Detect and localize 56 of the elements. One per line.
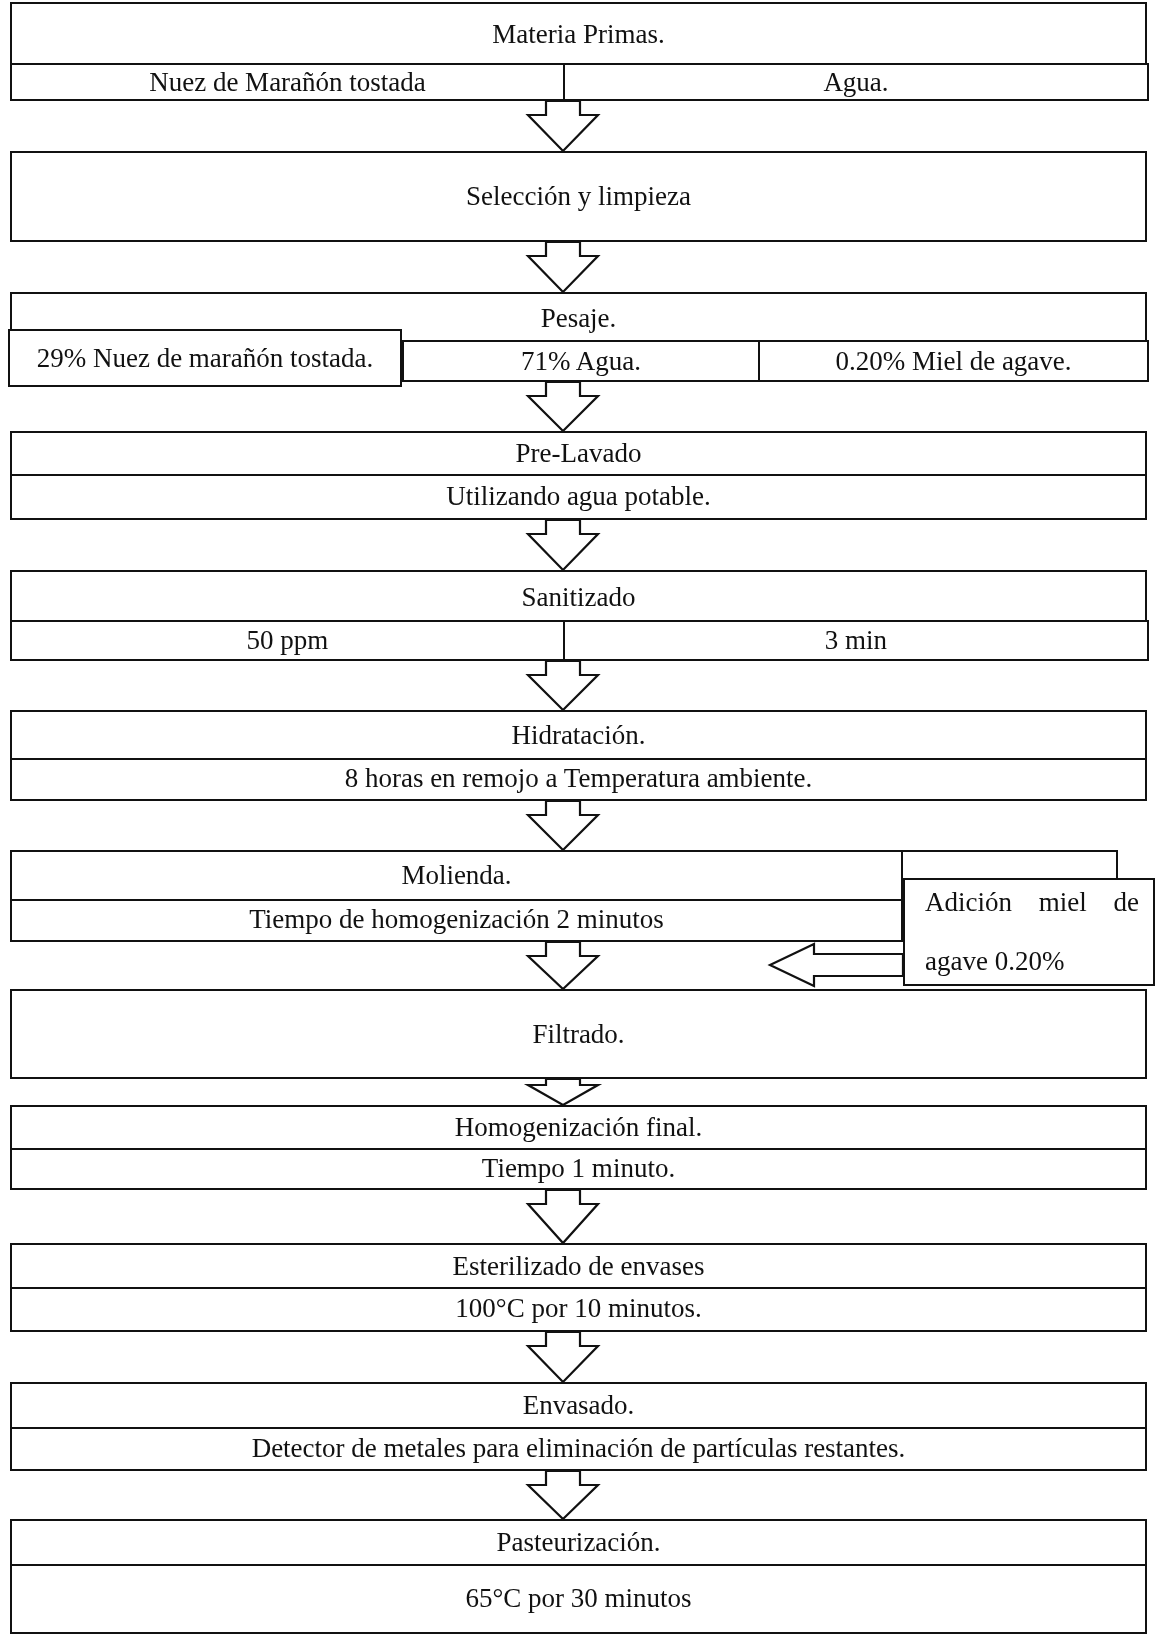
table-cell — [563, 63, 1149, 101]
step-detail: Utilizando agua potable. — [446, 481, 711, 511]
process-box — [10, 151, 1147, 242]
step-detail: Tiempo de homogenización 2 minutos — [249, 905, 664, 934]
step-title: 71% Agua. — [521, 346, 641, 376]
process-box — [10, 431, 1147, 520]
step-title: 3 min — [824, 626, 888, 655]
hollow-arrow — [525, 518, 601, 572]
step-title: Materia Primas. — [492, 20, 665, 49]
process-box — [10, 570, 1147, 661]
step-detail: 65°C por 30 minutos — [465, 1583, 692, 1613]
step-detail: Tiempo 1 minuto. — [481, 1153, 676, 1183]
step-title: Envasado. — [522, 1391, 635, 1420]
process-box — [10, 2, 1147, 101]
step-title: Sanitizado — [521, 582, 636, 612]
step-title: Adición miel de agave 0.20% — [925, 885, 1139, 978]
step-title: Pesaje. — [540, 303, 617, 333]
step-detail: Detector de metales para eliminación de partículas restantes. — [251, 1433, 906, 1463]
hollow-arrow — [525, 799, 601, 852]
hollow-arrow — [525, 940, 601, 991]
step-title: Esterilizado de envases — [452, 1251, 705, 1281]
table-cell — [8, 329, 402, 387]
process-box — [10, 1105, 1147, 1190]
hollow-arrow — [525, 99, 601, 153]
process-box — [10, 710, 1147, 801]
step-title: 29% Nuez de marañón tostada. — [36, 343, 374, 373]
step-title: Pasteurización. — [496, 1528, 661, 1557]
step-detail: 100°C por 10 minutos. — [455, 1294, 702, 1323]
step-detail: 8 horas en remojo a Temperatura ambiente. — [344, 764, 813, 793]
hollow-arrow — [525, 1188, 601, 1245]
hollow-arrow — [767, 942, 905, 988]
hollow-arrow — [525, 380, 601, 433]
hollow-arrow — [523, 1077, 603, 1107]
process-box — [10, 989, 1147, 1079]
step-title: Hidratación. — [511, 720, 646, 750]
step-title: Pre-Lavado — [515, 439, 642, 468]
step-title: Molienda. — [401, 861, 512, 890]
table-cell — [402, 340, 760, 382]
hollow-arrow — [525, 1469, 601, 1521]
step-title: Agua. — [823, 67, 889, 97]
hollow-arrow — [525, 659, 601, 712]
input-box — [903, 878, 1155, 986]
hollow-arrow — [525, 1330, 601, 1384]
step-title: 50 ppm — [246, 626, 329, 655]
process-box — [10, 1243, 1147, 1332]
table-cell — [563, 620, 1149, 661]
table-cell — [758, 340, 1149, 382]
process-box — [10, 1382, 1147, 1471]
step-title: Nuez de Marañón tostada — [149, 67, 426, 97]
step-title: Filtrado. — [532, 1019, 625, 1049]
hollow-arrow — [525, 240, 601, 294]
process-box — [10, 1519, 1147, 1634]
process-box — [10, 850, 903, 942]
step-title: Selección y limpieza — [466, 182, 691, 211]
step-title: 0.20% Miel de agave. — [835, 346, 1072, 376]
step-title: Homogenización final. — [454, 1113, 703, 1142]
